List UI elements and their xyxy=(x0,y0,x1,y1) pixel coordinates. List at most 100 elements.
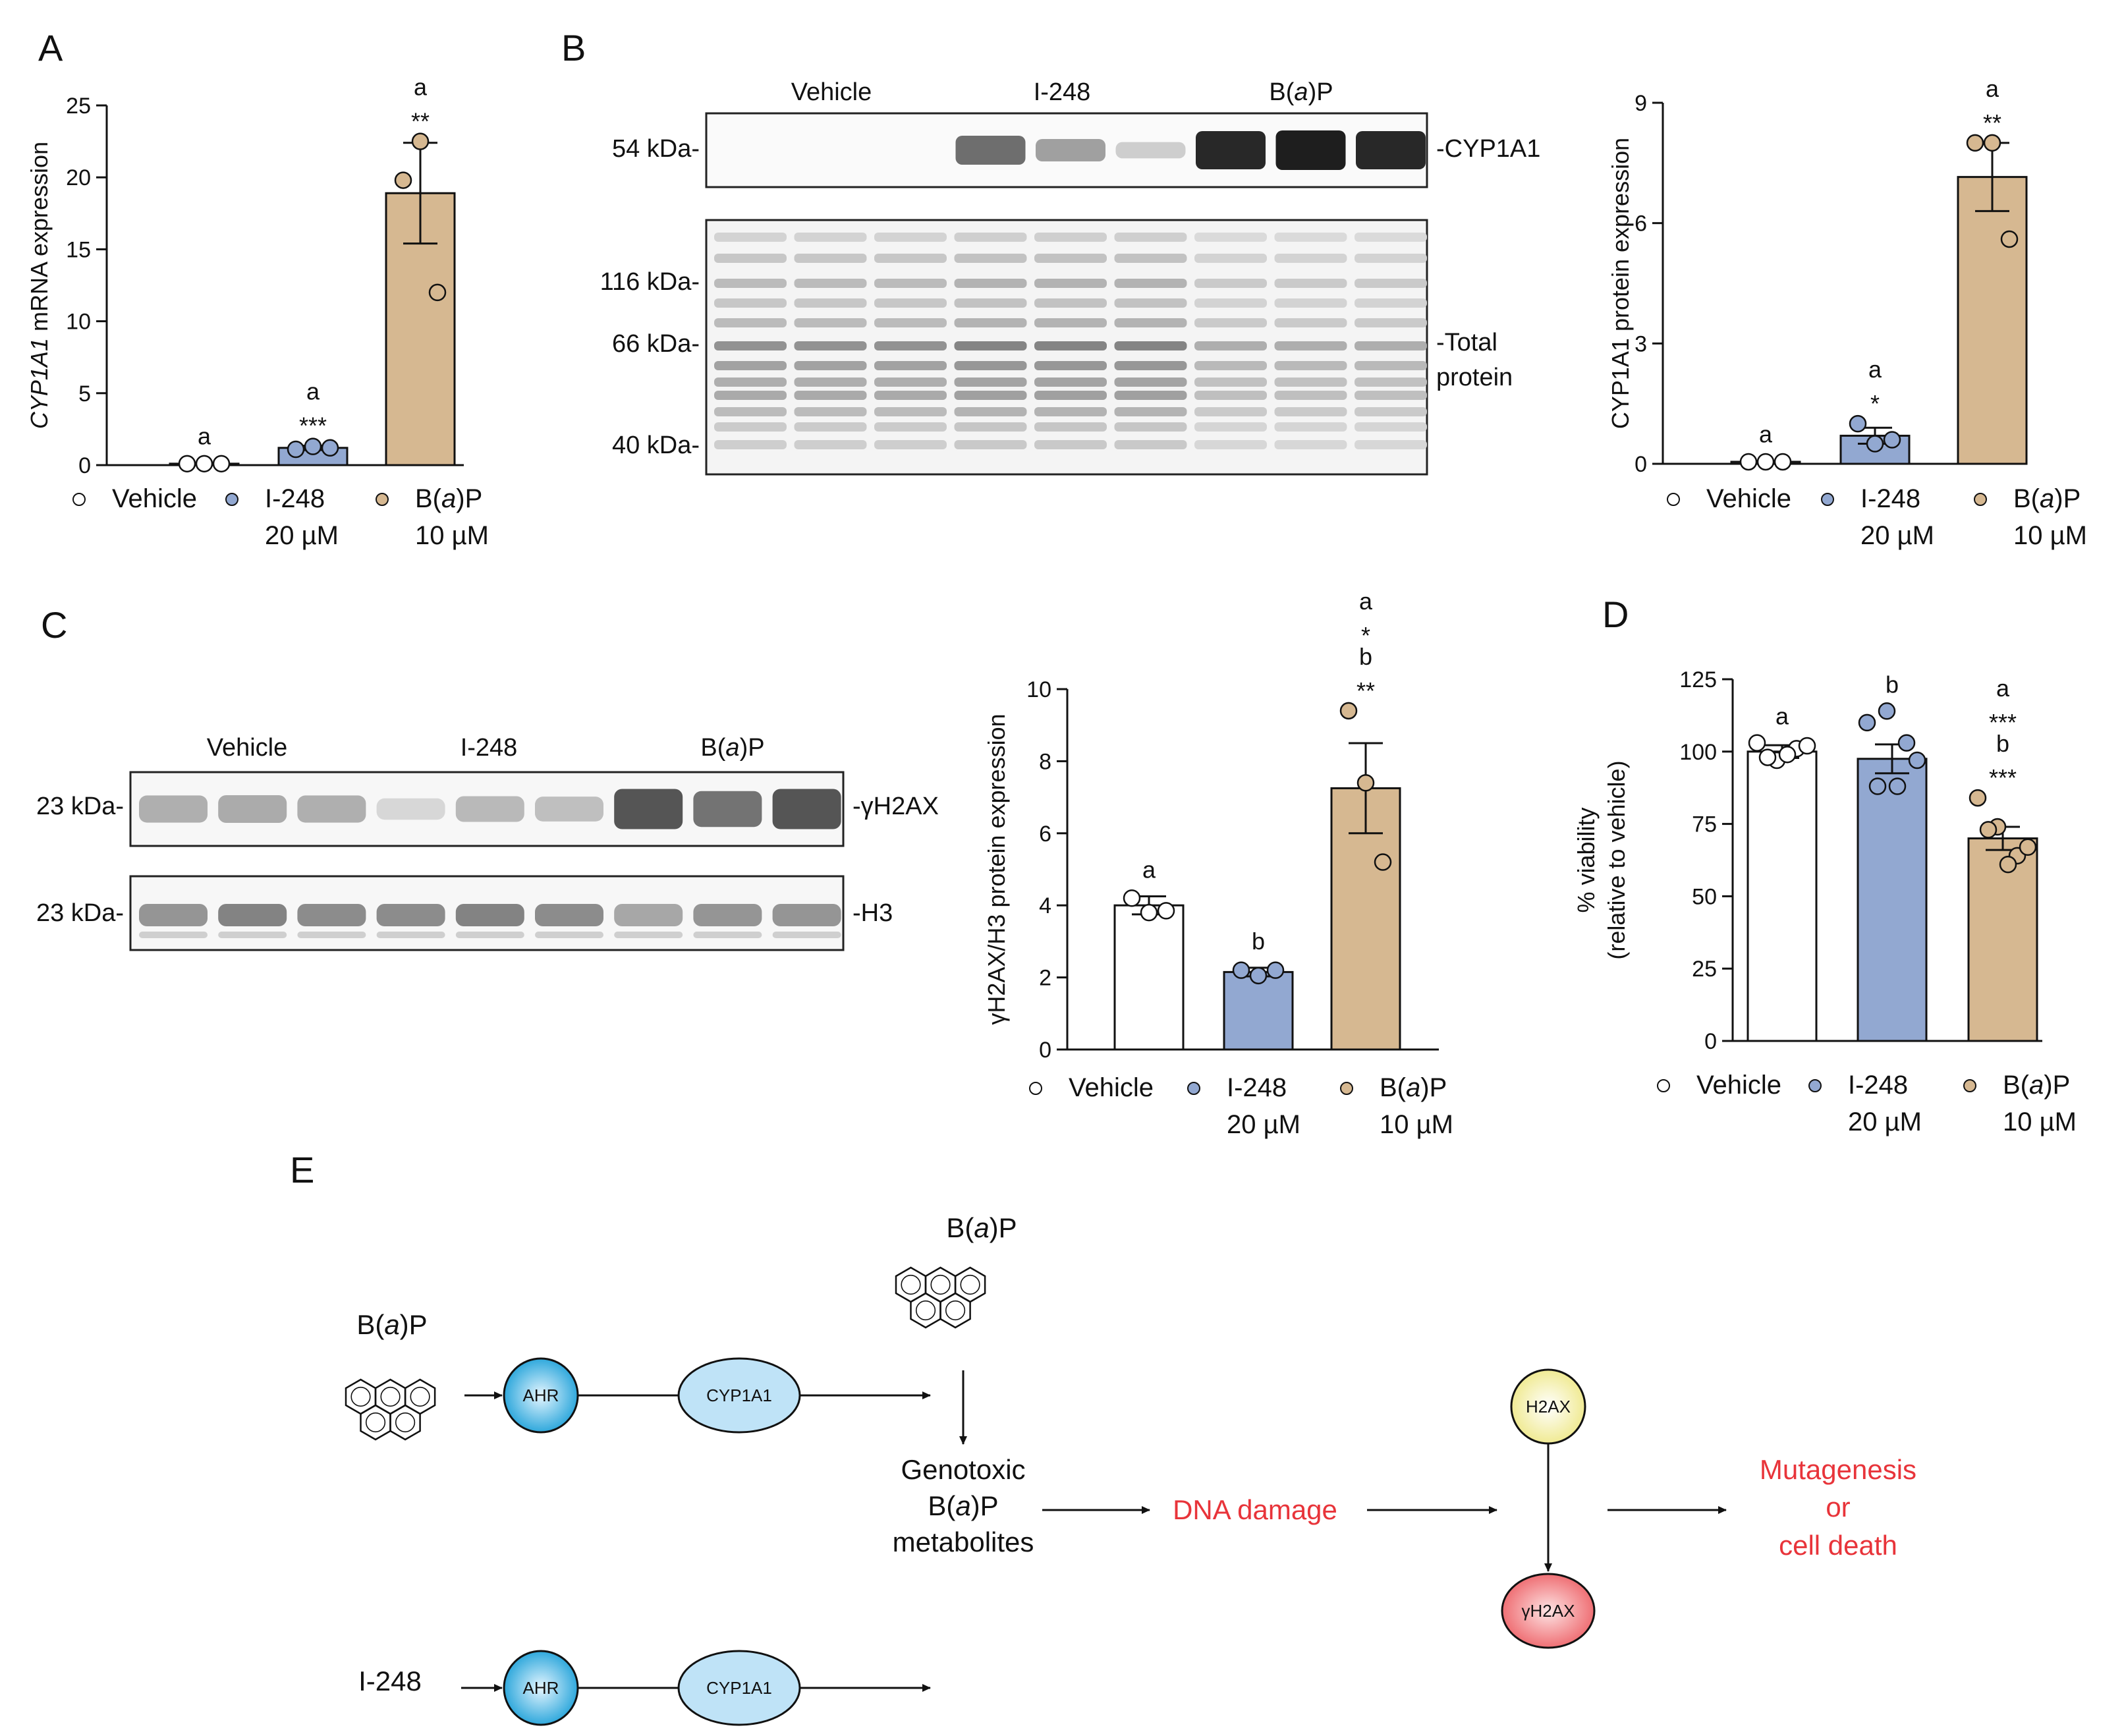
legend-marker xyxy=(1963,1079,1976,1092)
blot-band xyxy=(1034,341,1107,350)
blot-band xyxy=(794,440,867,449)
blot-band xyxy=(614,904,683,926)
blot-band xyxy=(714,279,787,288)
data-point xyxy=(1849,414,1867,433)
significance-label: * xyxy=(1361,622,1370,649)
blot-band xyxy=(1034,233,1107,242)
panel-label-b: B xyxy=(561,27,586,69)
blot-b-group-bap: B(a)P xyxy=(1269,78,1333,106)
data-point xyxy=(1888,777,1907,795)
legend-sublabel: 20 µM xyxy=(265,521,339,550)
blot-band xyxy=(1114,440,1187,449)
data-point xyxy=(1966,134,1984,152)
blot-band xyxy=(535,797,603,822)
data-point xyxy=(1878,702,1896,720)
data-point xyxy=(1983,134,2001,152)
blot-band xyxy=(1194,233,1267,242)
blot-band xyxy=(1274,422,1347,432)
blot-band xyxy=(139,904,208,926)
y-tick-label: 10 xyxy=(66,310,91,335)
ahr-label-2: AHR xyxy=(523,1678,559,1698)
y-tick-label: 0 xyxy=(78,453,91,478)
svg-text:B(a)P: B(a)P xyxy=(946,1212,1017,1243)
blot-b-total-bands xyxy=(714,233,1427,449)
blot-band xyxy=(1274,233,1347,242)
blot-band xyxy=(1194,254,1267,263)
blot-band xyxy=(1274,298,1347,308)
legend-label: Vehicle xyxy=(1706,484,1791,513)
blot-band xyxy=(794,318,867,327)
bar xyxy=(1957,176,2028,465)
blot-b-marker-66: 66 kDa- xyxy=(612,330,700,358)
y-tick-label: 3 xyxy=(1635,331,1647,356)
data-point xyxy=(1249,966,1268,985)
cyp1a1-label-2: CYP1A1 xyxy=(706,1678,772,1698)
blot-band xyxy=(714,378,787,387)
data-point xyxy=(1356,773,1375,792)
y-tick-label: 8 xyxy=(1039,749,1051,774)
blot-b-top-label: -CYP1A1 xyxy=(1436,135,1540,163)
blot-band xyxy=(1114,254,1187,263)
legend-marker xyxy=(1340,1082,1353,1095)
blot-band xyxy=(954,254,1027,263)
blot-band xyxy=(1115,142,1186,159)
blot-band xyxy=(714,391,787,400)
significance-label: *** xyxy=(1989,764,2017,791)
blot-band xyxy=(874,440,947,449)
blot-band xyxy=(1034,391,1107,400)
blot-band xyxy=(1355,279,1427,288)
blot-band xyxy=(954,233,1027,242)
data-point xyxy=(1374,853,1392,871)
significance-label: a xyxy=(1359,588,1373,615)
y-axis-label-2: (relative to vehicle) xyxy=(1603,760,1630,959)
y-tick-label: 4 xyxy=(1039,893,1051,918)
blot-b-top-marker: 54 kDa- xyxy=(612,135,700,163)
blot-band xyxy=(1034,378,1107,387)
data-point xyxy=(1969,789,1987,807)
y-tick-label: 50 xyxy=(1692,884,1717,909)
legend-marker xyxy=(1667,493,1680,506)
blot-band xyxy=(376,798,445,820)
legend-marker xyxy=(1974,493,1987,506)
blot-band xyxy=(874,298,947,308)
blot-band xyxy=(954,361,1027,370)
outcome-cell-death: cell death xyxy=(1779,1530,1897,1561)
significance-label: ** xyxy=(411,108,430,135)
data-point xyxy=(1778,745,1797,764)
data-point xyxy=(1123,889,1141,907)
significance-label: a xyxy=(1996,675,2010,702)
blot-band xyxy=(954,279,1027,288)
blot-band xyxy=(1114,298,1187,308)
blot-band xyxy=(1194,378,1267,387)
blot-band xyxy=(772,904,841,926)
blot-band xyxy=(218,904,287,926)
blot-band xyxy=(455,796,524,822)
blot-band xyxy=(1355,378,1427,387)
data-point xyxy=(1157,902,1175,920)
blot-band xyxy=(1194,279,1267,288)
panel-label-e: E xyxy=(290,1149,314,1190)
data-point xyxy=(1739,453,1758,471)
y-tick-label: 100 xyxy=(1679,740,1717,765)
data-point xyxy=(287,440,305,459)
data-point xyxy=(1232,961,1250,979)
significance-label: a xyxy=(1775,703,1789,730)
blot-band-faint xyxy=(455,932,524,938)
blot-band xyxy=(772,789,841,829)
legend-sublabel: 20 µM xyxy=(1848,1107,1922,1136)
blot-b: Vehicle I-248 B(a)P 54 kDa- -CYP1A1 116 … xyxy=(600,78,1540,476)
blot-band xyxy=(1355,440,1427,449)
legend-marker xyxy=(1187,1082,1200,1095)
blot-band xyxy=(1355,341,1427,350)
significance-label: ** xyxy=(1983,109,2001,136)
blot-band-faint xyxy=(693,932,762,938)
legend-sublabel: 10 µM xyxy=(415,521,489,550)
blot-band xyxy=(954,378,1027,387)
data-point xyxy=(304,437,322,455)
data-point xyxy=(1140,903,1158,922)
significance-label: * xyxy=(1870,390,1880,417)
blot-band xyxy=(1194,361,1267,370)
blot-band-faint xyxy=(139,932,208,938)
bap-molecule-icon xyxy=(345,1378,436,1441)
